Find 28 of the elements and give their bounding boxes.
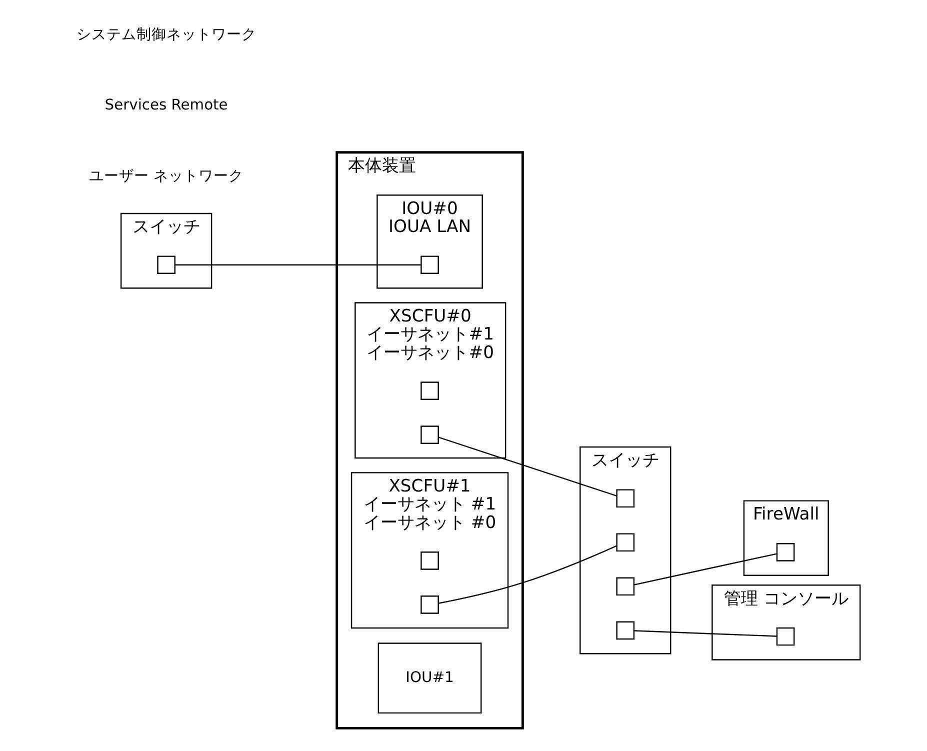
label: システム制御ネットワーク: [76, 26, 256, 43]
cluster: 管理 コンソール: [711, 584, 860, 660]
node-box: IOU#1: [377, 642, 482, 714]
node-box: [420, 596, 438, 614]
node-box: [776, 542, 794, 562]
cluster: XSCFU#1 イーサネット #1 イーサネット #0: [350, 472, 508, 629]
node-box: [616, 577, 634, 596]
connector: [438, 545, 616, 604]
cluster: スイッチ: [120, 212, 212, 289]
node-box: [420, 426, 438, 444]
node-box: [616, 533, 634, 552]
node-box: [420, 552, 438, 570]
connector: [174, 264, 420, 266]
node-box: [420, 256, 438, 274]
cluster: FireWall: [742, 500, 828, 576]
connector: [634, 553, 776, 586]
cluster: IOU#0 IOUA LAN: [376, 194, 482, 289]
node-box: [616, 489, 634, 508]
node-box: [156, 256, 175, 274]
cluster: XSCFU#0 イーサネット#1 イーサネット#0: [354, 302, 506, 459]
cluster: スイッチ: [579, 446, 671, 654]
label: ユーザー ネットワーク: [88, 168, 244, 185]
label: Services Remote: [104, 96, 228, 114]
node-box: [616, 621, 634, 640]
node-box: [776, 627, 794, 646]
connector: [634, 630, 776, 637]
connector: [438, 436, 616, 497]
node-box: [420, 382, 438, 400]
